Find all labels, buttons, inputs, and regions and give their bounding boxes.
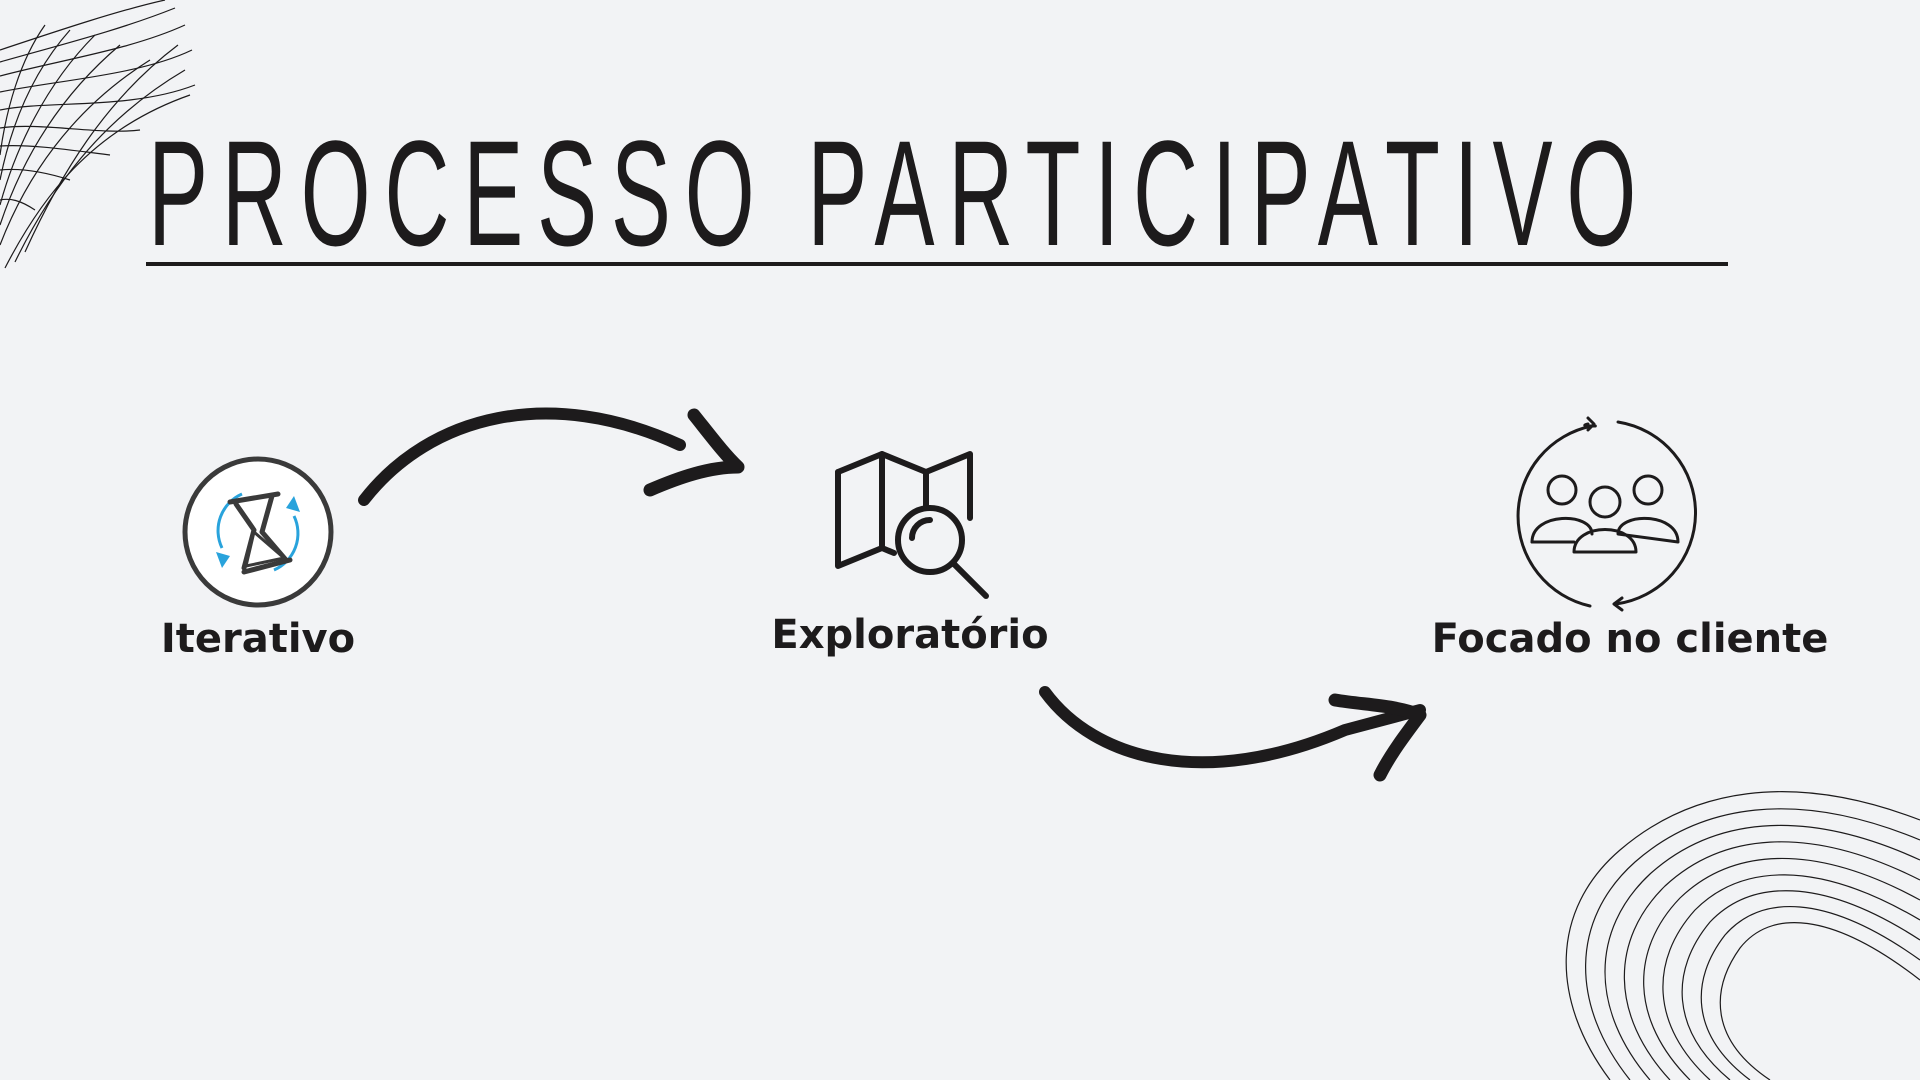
step-label-focado-no-cliente: Focado no cliente <box>1431 616 1829 662</box>
hourglass-cycle-icon <box>182 456 334 608</box>
flow-arrow-1 <box>358 407 745 506</box>
wave-lines-decoration-top-left <box>0 0 196 269</box>
title-underline <box>146 262 1728 266</box>
page-title: PROCESSO PARTICIPATIVO <box>148 109 1651 277</box>
step-label-iterativo: Iterativo <box>160 616 356 662</box>
map-search-icon <box>835 451 989 599</box>
group-cycle-icon <box>1516 416 1697 612</box>
step-label-exploratorio: Exploratório <box>771 612 1049 658</box>
wave-lines-decoration-bottom-right <box>1565 791 1920 1080</box>
flow-arrow-2 <box>1039 686 1427 782</box>
